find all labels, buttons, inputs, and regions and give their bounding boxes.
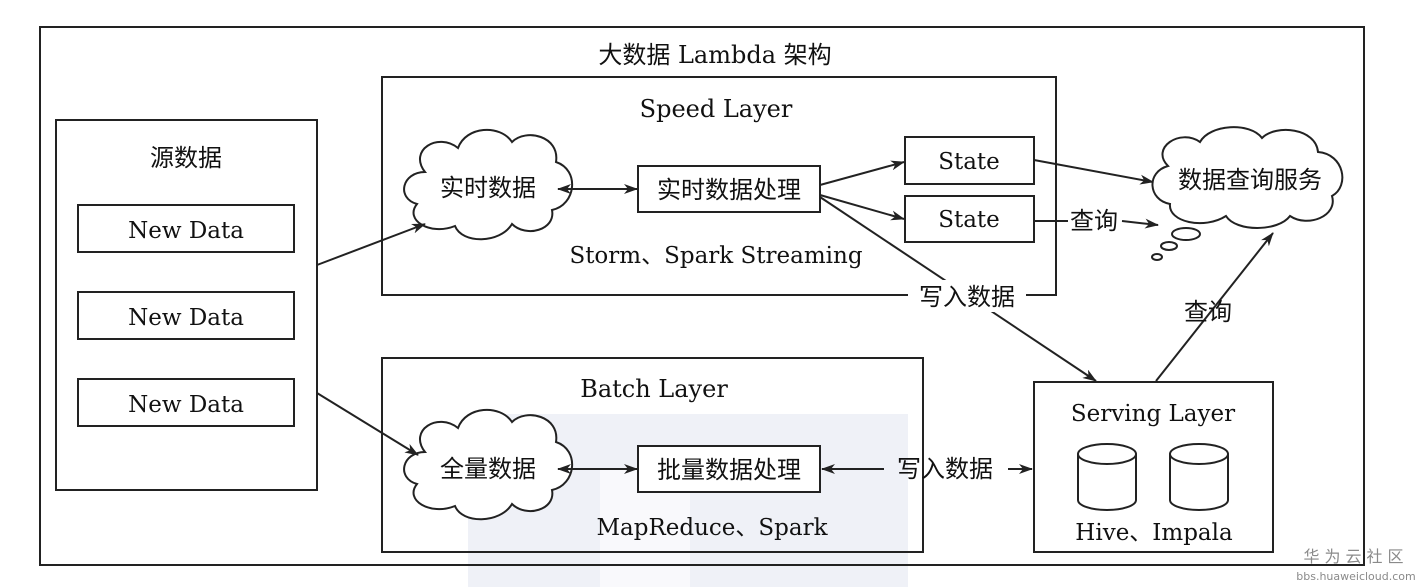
serving-tech-label: Hive、Impala: [1075, 520, 1233, 546]
write-label-bg: [908, 280, 1026, 312]
new-data-label-3: New Data: [128, 392, 244, 418]
speed-layer-label: Speed Layer: [640, 95, 793, 123]
arrow-source-to-full: [316, 392, 419, 456]
full-data-label: 全量数据: [440, 455, 536, 483]
diagram-title: 大数据 Lambda 架构: [598, 41, 831, 69]
serving-layer-label: Serving Layer: [1071, 401, 1235, 427]
arrow-serving-to-query-service: [1155, 232, 1274, 382]
arrow-state-query-b: [1121, 218, 1159, 229]
serving-layer-panel: [1033, 381, 1274, 553]
thought-bubble-dot: [1151, 253, 1163, 261]
speed-tech-label: Storm、Spark Streaming: [569, 243, 862, 269]
state-label-1: State: [938, 149, 1000, 175]
new-data-box-1: [77, 204, 295, 253]
new-data-label-2: New Data: [128, 305, 244, 331]
write-label-speed: 写入数据: [919, 283, 1015, 311]
batch-layer-panel: [381, 357, 924, 553]
title-bg: [590, 38, 846, 70]
write-label-batch: 写入数据: [897, 455, 993, 483]
arrow-source-to-realtime: [316, 223, 426, 266]
new-data-box-3: [77, 378, 295, 427]
database-icon: [1169, 443, 1229, 511]
realtime-process-label: 实时数据处理: [657, 176, 801, 204]
thought-bubble-dot: [1160, 241, 1178, 251]
query-label-state: 查询: [1070, 207, 1118, 235]
realtime-process-box: [637, 165, 821, 213]
batch-layer-label: Batch Layer: [580, 375, 728, 403]
batch-process-box: [637, 445, 821, 493]
watermark-url: bbs.huaweicloud.com: [1296, 570, 1415, 583]
database-icon: [1077, 443, 1137, 511]
state-label-2: State: [938, 207, 1000, 233]
batch-process-label: 批量数据处理: [657, 456, 801, 484]
state-box-1: [904, 136, 1035, 185]
thought-bubble-dot: [1171, 227, 1201, 241]
batch-tech-label: MapReduce、Spark: [596, 515, 828, 541]
arrow-process-to-state-2: [819, 194, 905, 221]
outer-frame: [39, 26, 1365, 566]
full-data-cloud: [403, 408, 573, 521]
realtime-data-cloud: [403, 128, 573, 241]
query-service-label: 数据查询服务: [1178, 166, 1322, 194]
query-label-serving: 查询: [1184, 298, 1232, 326]
source-label: 源数据: [150, 144, 222, 172]
watermark-cn: 华为云社区: [1303, 547, 1408, 566]
arrow-state-to-query-service: [1033, 159, 1154, 185]
realtime-data-label: 实时数据: [440, 174, 536, 202]
query-service-cloud: [1151, 126, 1344, 229]
new-data-box-2: [77, 291, 295, 340]
new-data-label-1: New Data: [128, 218, 244, 244]
state-box-2: [904, 195, 1035, 243]
arrow-process-to-state-1: [819, 160, 905, 186]
